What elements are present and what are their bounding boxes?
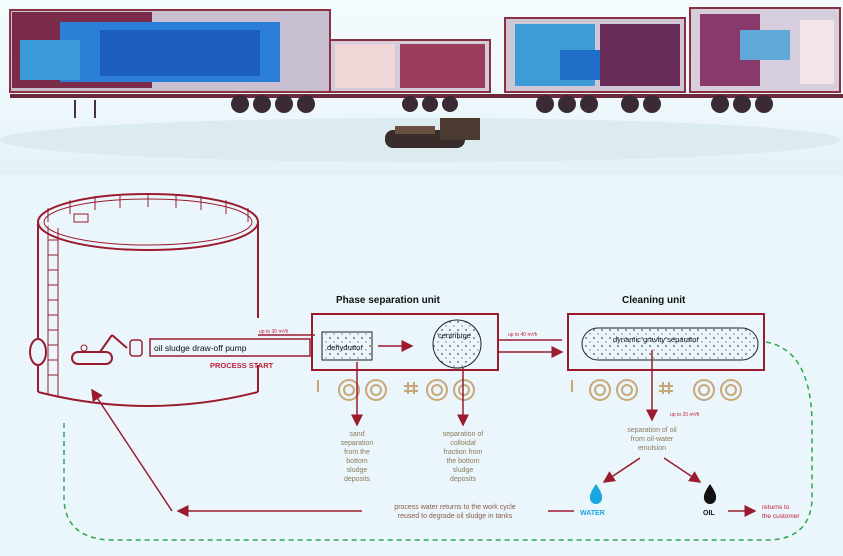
- trailer-1: [10, 10, 330, 118]
- svg-text:the customer: the customer: [762, 513, 800, 520]
- svg-text:emulsion: emulsion: [638, 445, 666, 452]
- cleaning-unit-wheels: [572, 380, 741, 400]
- svg-text:deposits: deposits: [344, 476, 371, 483]
- svg-text:returns to: returns to: [762, 504, 790, 511]
- water-branch-arrow: [604, 458, 640, 482]
- svg-text:reused to degrade oil sludge i: reused to degrade oil sludge in tanks: [398, 513, 513, 520]
- phase-unit-wheels: [318, 380, 474, 400]
- separator-label: dynamic gravity separator: [613, 335, 699, 344]
- svg-text:from the: from the: [344, 449, 370, 456]
- svg-text:fraction from: fraction from: [444, 449, 483, 456]
- svg-text:deposits: deposits: [450, 476, 477, 483]
- centrifuge-circle: [433, 320, 481, 368]
- flow-rate-3: up to 20 m³/h: [670, 412, 700, 418]
- svg-text:sand: sand: [349, 431, 364, 438]
- process-diagram: oil sludge draw-off pump PROCESS START u…: [0, 175, 843, 556]
- svg-text:colloidal: colloidal: [450, 440, 476, 447]
- dehydrator-label: dehydrator: [327, 343, 363, 352]
- trailer-3: [500, 18, 690, 113]
- cleaning-unit-title: Cleaning unit: [622, 295, 686, 306]
- svg-text:separation of oil: separation of oil: [627, 427, 677, 434]
- colloidal-note: separation of colloidal fraction from th…: [443, 431, 484, 483]
- flow-rate-2: up to 40 m³/h: [508, 332, 538, 338]
- svg-text:bottom: bottom: [346, 458, 368, 465]
- storage-tank: [30, 193, 258, 406]
- oil-branch-arrow: [664, 458, 700, 482]
- svg-text:separation: separation: [341, 440, 374, 447]
- water-label: WATER: [580, 510, 605, 517]
- oil-label: OIL: [703, 510, 715, 517]
- robot-icon: [72, 335, 142, 364]
- tank-return-arrow: [92, 390, 172, 511]
- flow-rate-1: up to 30 m³/h: [259, 329, 289, 335]
- trailer-2: [330, 40, 500, 112]
- process-water-note: process water returns to the work cycle …: [394, 504, 515, 520]
- sand-note: sand separation from the bottom sludge d…: [341, 431, 374, 483]
- oil-separation-note: separation of oil from oil-water emulsio…: [627, 427, 677, 452]
- separator-capsule: [582, 328, 758, 360]
- svg-text:sludge: sludge: [453, 467, 474, 474]
- svg-text:separation of: separation of: [443, 431, 484, 438]
- mobile-treatment-units-photo: [0, 0, 843, 175]
- process-start-label: PROCESS START: [210, 361, 274, 370]
- svg-text:process water returns to the w: process water returns to the work cycle: [394, 504, 515, 511]
- phase-unit-title: Phase separation unit: [336, 295, 441, 306]
- water-drop-icon: [590, 484, 602, 504]
- returns-note: returns to the customer: [762, 504, 800, 520]
- pump-label: oil sludge draw-off pump: [154, 343, 247, 353]
- svg-text:the bottom: the bottom: [446, 458, 479, 465]
- svg-text:sludge: sludge: [347, 467, 368, 474]
- oil-drop-icon: [704, 484, 716, 504]
- centrifuge-label: centrifuge: [438, 331, 471, 340]
- svg-text:from oil-water: from oil-water: [631, 436, 674, 443]
- trailer-4: [690, 8, 843, 113]
